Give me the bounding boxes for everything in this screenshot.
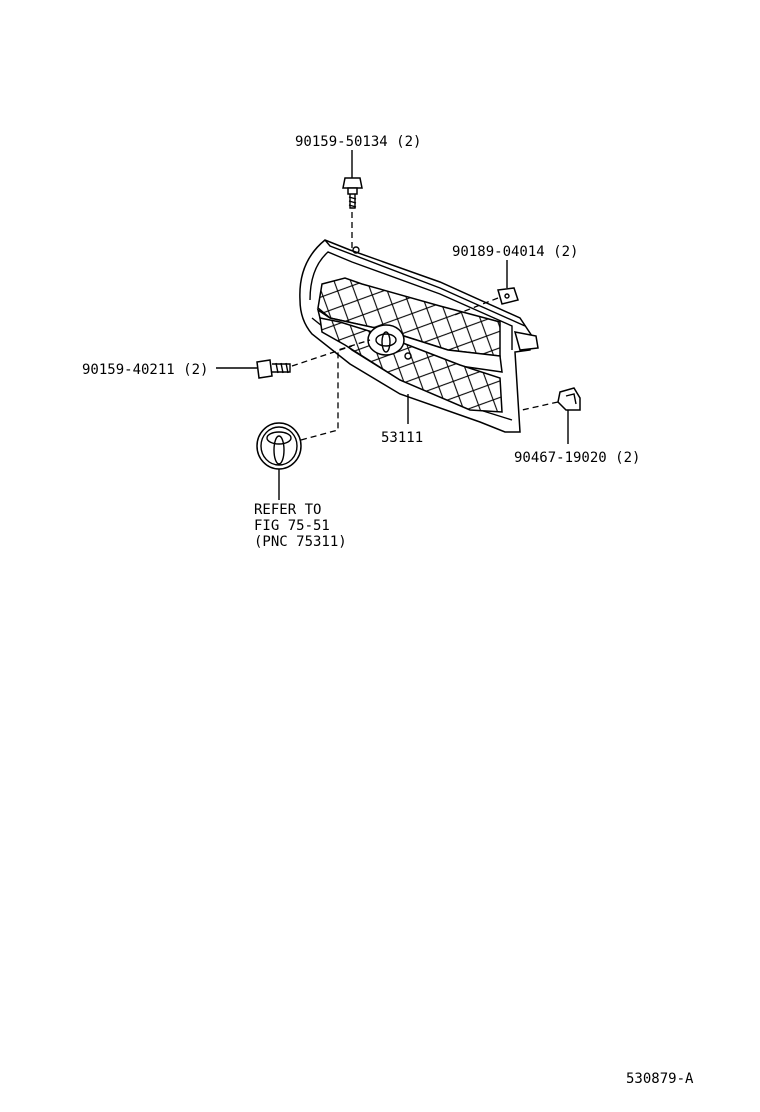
- assembly-lines: [291, 212, 559, 441]
- label-refer-line2: FIG 75-51: [254, 518, 330, 534]
- radiator-grille: [299, 239, 539, 433]
- bolt-top: [342, 177, 363, 209]
- label-refer-line3: (PNC 75311): [254, 534, 347, 550]
- bolt-left: [256, 359, 291, 379]
- label-grille: 53111: [381, 430, 423, 446]
- label-refer-line1: REFER TO: [254, 502, 321, 518]
- illustration-number: 530879-A: [626, 1071, 694, 1087]
- clip-lower-right: [557, 387, 581, 411]
- label-bolt-top: 90159-50134 (2): [295, 134, 421, 150]
- label-clip-right: 90189-04014 (2): [452, 244, 578, 260]
- leader-lines: [216, 150, 569, 500]
- label-clip-lower-right: 90467-19020 (2): [514, 450, 640, 466]
- grille-emblem: [367, 324, 405, 356]
- clip-right: [497, 287, 519, 305]
- label-bolt-left: 90159-40211 (2): [82, 362, 208, 378]
- emblem: [256, 422, 302, 470]
